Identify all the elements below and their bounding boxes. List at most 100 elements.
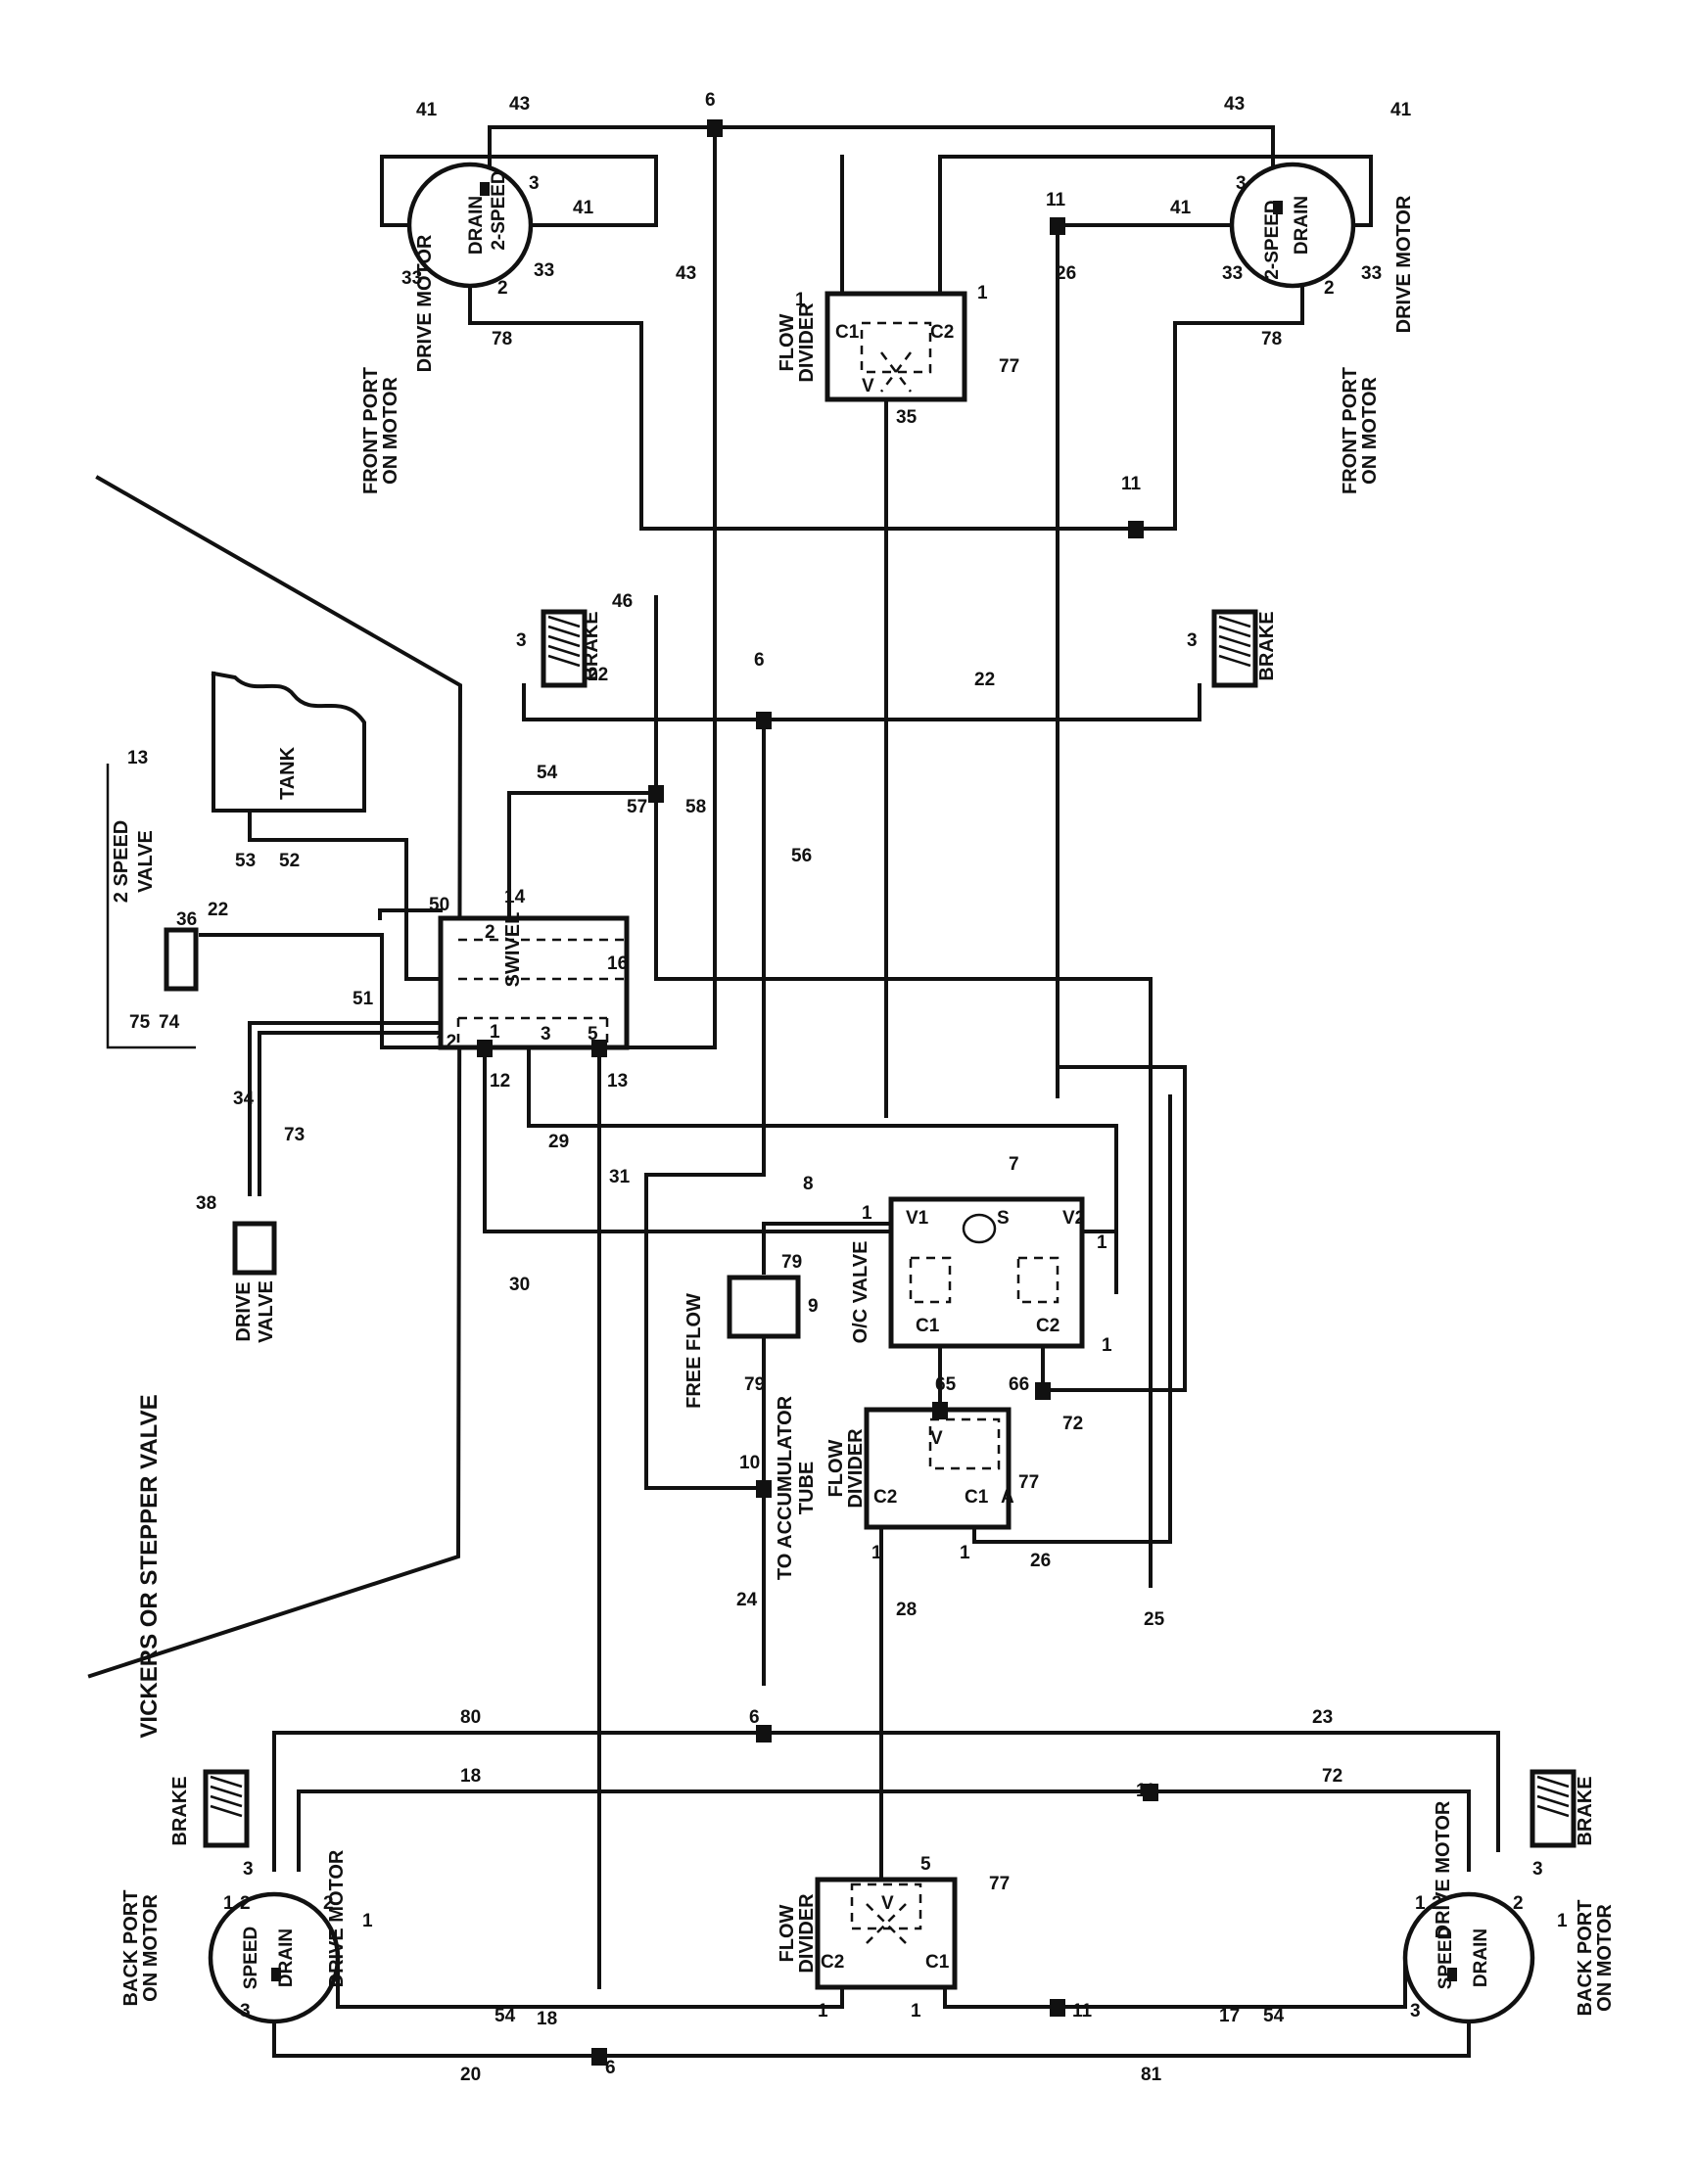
svg-text:1: 1: [1102, 1335, 1112, 1356]
svg-text:33: 33: [1222, 263, 1243, 284]
svg-text:3: 3: [1187, 630, 1198, 651]
svg-text:13: 13: [607, 1071, 628, 1092]
schematic-body: TANK SWIVEL 2 16 1 3 5 14 50 51 DRAIN 2-…: [87, 90, 1616, 2085]
svg-text:13: 13: [127, 748, 148, 768]
svg-text:2 SPEED: 2 SPEED: [111, 820, 132, 903]
svg-text:2: 2: [497, 278, 508, 299]
svg-text:C2: C2: [873, 1487, 897, 1508]
svg-text:33: 33: [534, 260, 554, 281]
drive-valve: DRIVE VALVE 38 34 73: [196, 1089, 305, 1343]
svg-text:TUBE: TUBE: [796, 1462, 818, 1514]
svg-text:33: 33: [1361, 263, 1382, 284]
svg-text:41: 41: [1170, 198, 1192, 218]
svg-text:77: 77: [1018, 1472, 1039, 1493]
svg-text:V1: V1: [906, 1208, 929, 1229]
oc-valve: O/C VALVE V1 V2 S C1 C2 1 1 1 8 7: [803, 1154, 1112, 1356]
svg-text:30: 30: [509, 1275, 530, 1295]
line-41-d: [938, 155, 1373, 296]
svg-text:6: 6: [605, 2058, 616, 2078]
svg-text:35: 35: [896, 407, 918, 428]
svg-text:9: 9: [808, 1296, 819, 1317]
brake-bottom-right: BRAKE 3: [1530, 1769, 1596, 1880]
body-outline: [87, 475, 463, 1679]
svg-text:29: 29: [548, 1132, 569, 1152]
svg-text:5: 5: [920, 1854, 931, 1875]
line-43: [488, 125, 1275, 178]
svg-text:7: 7: [1009, 1154, 1019, 1175]
line-20-81: [272, 2020, 1471, 2058]
svg-text:VALVE: VALVE: [256, 1280, 277, 1343]
svg-text:1: 1: [818, 2001, 828, 2021]
line-30: [483, 1046, 1118, 1294]
svg-text:79: 79: [781, 1252, 802, 1273]
svg-text:17: 17: [1219, 2006, 1240, 2026]
svg-text:81: 81: [1141, 2065, 1162, 2085]
line-53: [378, 908, 443, 920]
svg-text:72: 72: [1322, 1766, 1342, 1787]
svg-text:16: 16: [607, 953, 628, 974]
svg-text:2-SPEED: 2-SPEED: [1262, 200, 1283, 279]
svg-text:1: 1: [362, 1911, 373, 1931]
svg-text:12: 12: [436, 1032, 456, 1052]
line-29: [527, 1046, 1118, 1235]
svg-text:DRIVE MOTOR: DRIVE MOTOR: [326, 1849, 348, 1987]
svg-text:41: 41: [573, 198, 594, 218]
line-80-23: [272, 1731, 1500, 1852]
svg-text:6: 6: [705, 90, 716, 111]
svg-text:1: 1: [960, 1543, 970, 1563]
svg-text:2: 2: [1432, 1893, 1442, 1914]
svg-text:10: 10: [739, 1453, 760, 1473]
line-41-c: [1351, 155, 1373, 227]
svg-text:C2: C2: [930, 322, 954, 343]
svg-text:DIVIDER: DIVIDER: [796, 1893, 818, 1974]
svg-text:1: 1: [871, 1543, 882, 1563]
svg-text:O/C VALVE: O/C VALVE: [850, 1241, 871, 1344]
line-43-upper: [597, 125, 717, 1049]
svg-text:11: 11: [1046, 190, 1066, 210]
svg-text:A: A: [1001, 1487, 1014, 1508]
svg-text:TO ACCUMULATOR: TO ACCUMULATOR: [775, 1395, 796, 1580]
line-22-valve: [199, 933, 443, 1049]
line-13-75: [106, 764, 196, 1049]
svg-text:V: V: [862, 376, 874, 396]
svg-text:3: 3: [541, 1024, 551, 1045]
svg-text:8: 8: [803, 1174, 814, 1194]
svg-text:DIVIDER: DIVIDER: [845, 1428, 867, 1509]
line-54: [507, 791, 658, 920]
svg-text:1: 1: [862, 1203, 872, 1224]
svg-text:11: 11: [1121, 474, 1142, 494]
svg-text:BRAKE: BRAKE: [581, 611, 602, 680]
svg-text:1: 1: [490, 1022, 500, 1043]
svg-text:1: 1: [1415, 1893, 1426, 1914]
svg-text:ON MOTOR: ON MOTOR: [380, 377, 401, 485]
svg-text:3: 3: [529, 173, 540, 194]
svg-text:12: 12: [490, 1071, 510, 1092]
svg-text:5: 5: [588, 1024, 598, 1045]
svg-text:FLOW: FLOW: [825, 1439, 847, 1497]
svg-text:41: 41: [416, 100, 438, 120]
svg-text:51: 51: [353, 989, 374, 1009]
svg-text:1: 1: [795, 290, 806, 310]
svg-text:28: 28: [896, 1600, 917, 1620]
line-18-72: [297, 1789, 1471, 1872]
svg-text:54: 54: [494, 2006, 516, 2026]
svg-text:VALVE: VALVE: [135, 830, 157, 893]
svg-text:43: 43: [1224, 94, 1245, 115]
svg-text:20: 20: [460, 2065, 481, 2085]
svg-text:FREE FLOW: FREE FLOW: [683, 1293, 705, 1409]
svg-text:66: 66: [1009, 1374, 1029, 1395]
svg-text:V2: V2: [1062, 1208, 1085, 1229]
tank: TANK: [211, 671, 366, 813]
svg-text:53: 53: [235, 851, 256, 871]
svg-text:1: 1: [223, 1893, 234, 1914]
svg-text:77: 77: [989, 1874, 1010, 1894]
svg-text:46: 46: [612, 591, 633, 612]
svg-text:22: 22: [208, 900, 228, 920]
svg-text:2-SPEED: 2-SPEED: [489, 170, 509, 250]
svg-text:2: 2: [323, 1893, 334, 1914]
svg-text:DRAIN: DRAIN: [1471, 1928, 1491, 1987]
svg-text:C2: C2: [1036, 1316, 1059, 1336]
svg-text:24: 24: [736, 1590, 758, 1610]
svg-text:C1: C1: [965, 1487, 989, 1508]
svg-text:C1: C1: [925, 1952, 950, 1973]
